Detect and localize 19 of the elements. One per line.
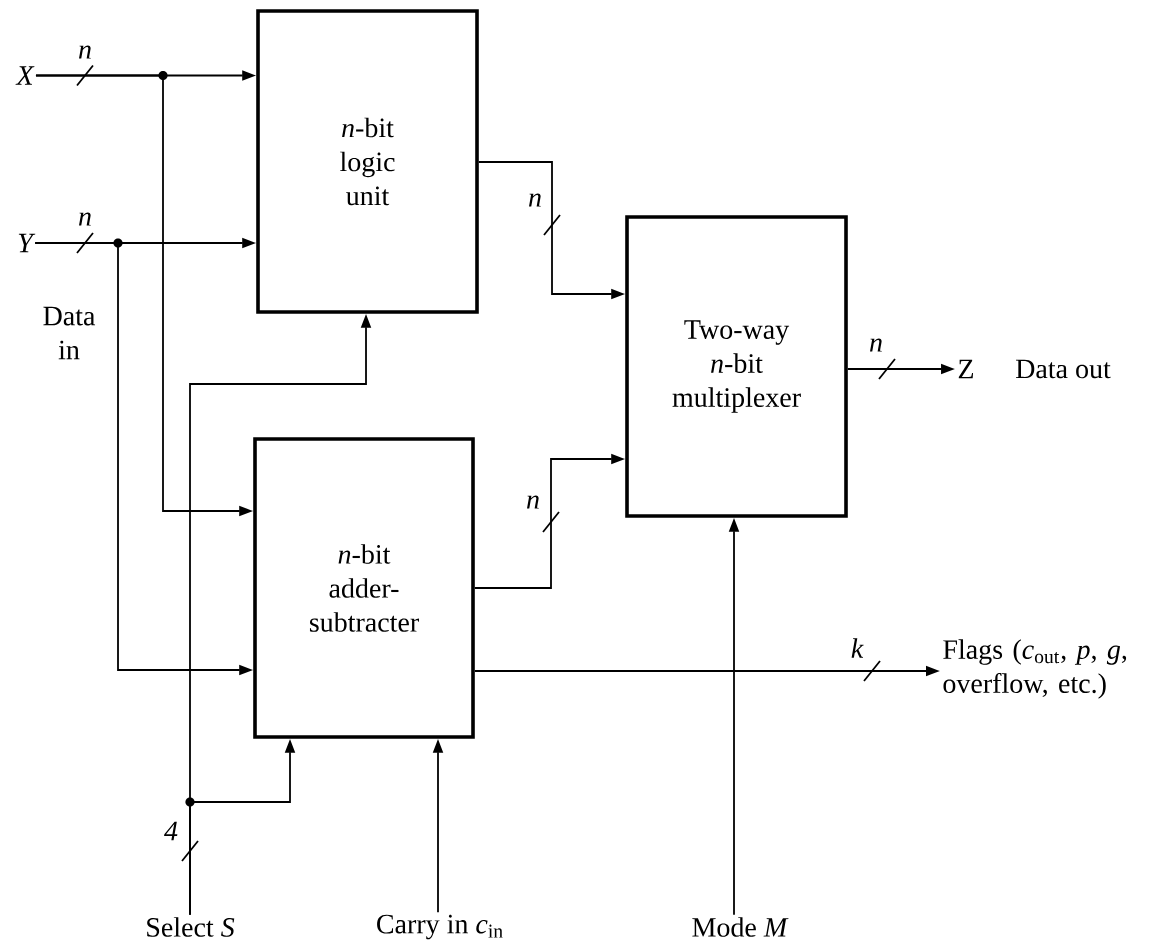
bus-width-label: n xyxy=(526,191,544,209)
signal-label: Carry in c$_{in}$ xyxy=(377,914,503,940)
output-label: Z xyxy=(958,359,974,379)
output-label: Data out xyxy=(1016,359,1111,379)
bus-width-label: n xyxy=(524,493,542,511)
bus-width-label: n xyxy=(867,336,885,354)
output-label: Flags (c$_{out}$, p, g, overflow, etc.) xyxy=(943,639,1127,699)
signal-label: Mode M xyxy=(692,917,789,937)
bus-width-label: k xyxy=(848,636,866,660)
signal-label: Y xyxy=(18,233,36,253)
block-box: Two-way n-bit multiplexer xyxy=(625,215,848,518)
bus-width-label: 4 xyxy=(162,819,180,843)
signal-label: Select S xyxy=(147,917,235,937)
block-box: n-bit adder-subtracter xyxy=(253,437,475,739)
signal-label: Data in xyxy=(43,306,96,360)
signal-label: X xyxy=(15,66,35,85)
bus-width-label: n xyxy=(76,43,94,61)
block-box: n-bit logic unit xyxy=(256,9,479,314)
bus-width-label: n xyxy=(76,210,94,228)
